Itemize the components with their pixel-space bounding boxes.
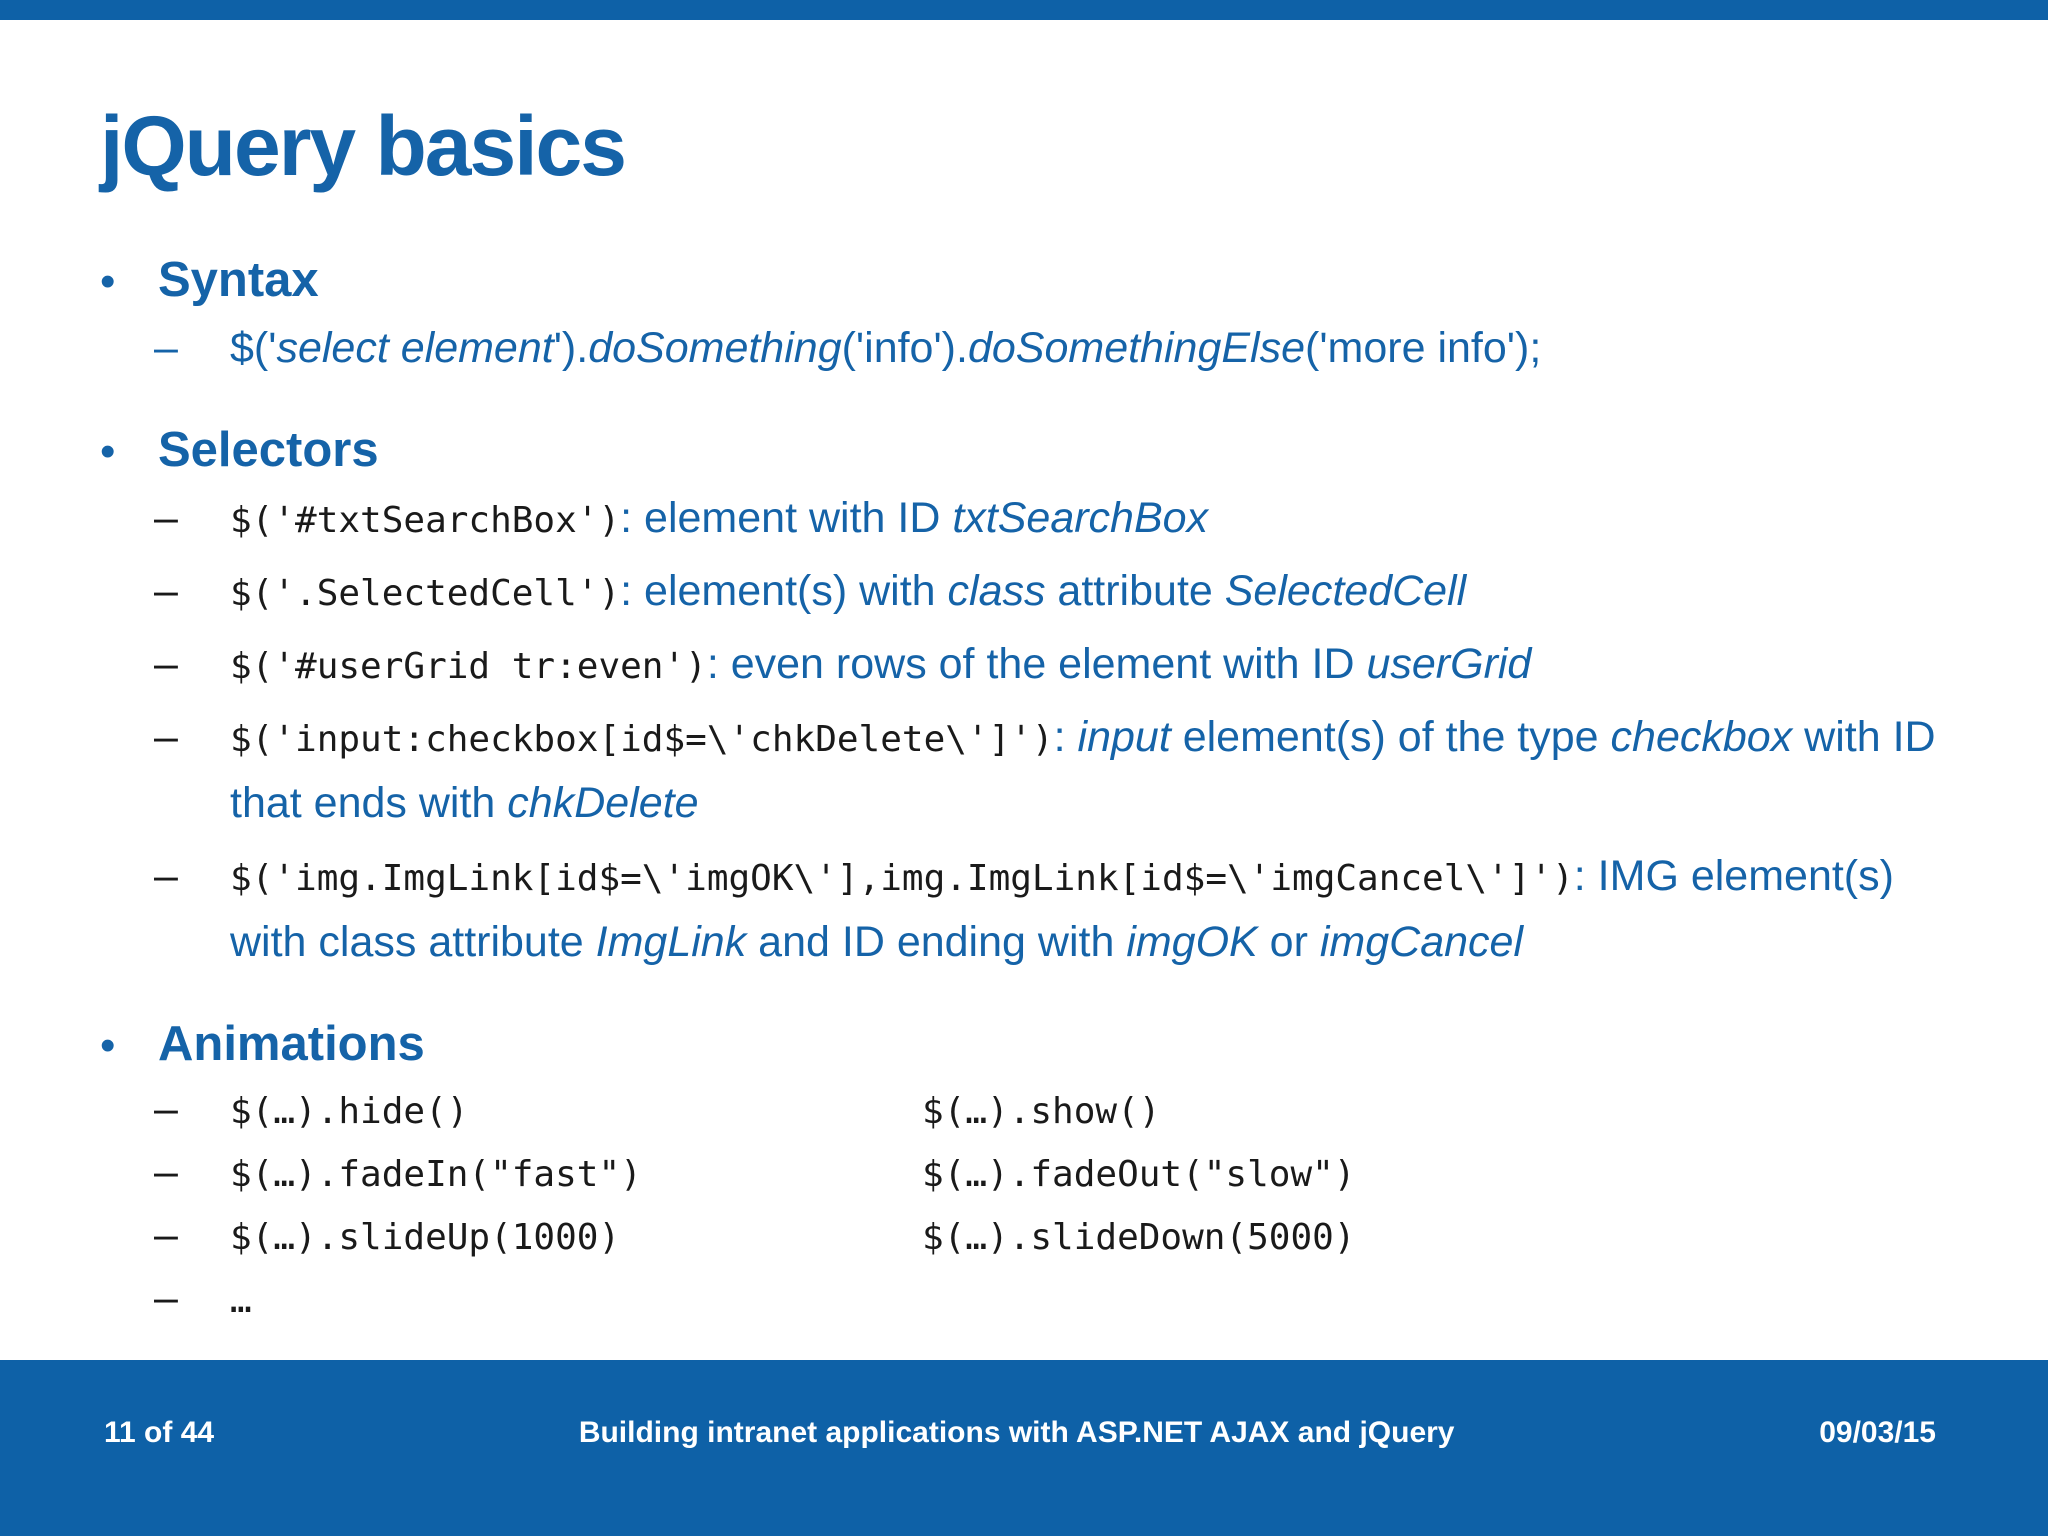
description-text: txtSearchBox <box>952 494 1209 542</box>
list-item-text: $('select element').doSomething('info').… <box>230 320 1980 386</box>
bullet-icon: • <box>100 427 116 476</box>
description-text: class <box>947 567 1046 615</box>
description-text: imgCancel <box>1319 918 1524 966</box>
footer-bar: 11 of 44 Building intranet applications … <box>0 1360 2048 1536</box>
list-item-text: $(…).hide() $(…).show() <box>230 1084 1980 1140</box>
bullet-icon: • <box>100 257 116 306</box>
description-text: doSomething <box>588 324 842 372</box>
list-item-text: $('.SelectedCell'): element(s) with clas… <box>230 563 1980 629</box>
section-heading: • Syntax <box>100 252 1980 308</box>
list-item: – $(…).slideUp(1000) $(…).slideDown(5000) <box>100 1210 1980 1266</box>
description-text: ImgLink <box>595 918 747 966</box>
description-text: doSomethingElse <box>967 324 1306 372</box>
description-text: element(s) of the type <box>1170 713 1611 761</box>
description-text: checkbox <box>1610 713 1793 761</box>
code-snippet: $('#txtSearchBox') <box>230 500 621 541</box>
dash-bullet-icon: – <box>154 713 178 761</box>
list-item: – $(…).hide() $(…).show() <box>100 1084 1980 1140</box>
footer-deck-title: Building intranet applications with ASP.… <box>578 1416 1455 1449</box>
slide-content: •Syntax–$('select element').doSomething(… <box>100 252 1980 1336</box>
list-item: – $('input:checkbox[id$=\'chkDelete\']'):… <box>100 709 1980 841</box>
description-text: select element <box>276 324 554 372</box>
dash-bullet-icon: – <box>154 1211 178 1259</box>
dash-bullet-icon: – <box>154 324 178 372</box>
section-heading-label: Syntax <box>158 253 319 307</box>
description-text: attribute <box>1045 567 1225 615</box>
footer-page-number: 11 of 44 <box>104 1416 215 1449</box>
code-snippet: $(…).slideUp(1000) <box>230 1217 621 1258</box>
top-accent-bar <box>0 0 2048 20</box>
list-item: –… <box>100 1273 1980 1329</box>
dash-bullet-icon: – <box>154 1148 178 1196</box>
dash-bullet-icon: – <box>154 1085 178 1133</box>
list-item: – $('#txtSearchBox'): element with ID txt… <box>100 490 1980 556</box>
code-snippet: $(…).slideDown(5000) <box>922 1217 1356 1258</box>
code-snippet: $('#userGrid tr:even') <box>230 646 707 687</box>
description-text: : even rows of the element with ID <box>706 640 1367 688</box>
description-text: or <box>1257 918 1320 966</box>
section-heading: • Selectors <box>100 422 1980 478</box>
list-item: – $('.SelectedCell'): element(s) with cla… <box>100 563 1980 629</box>
description-text: and ID ending with <box>746 918 1127 966</box>
bullet-icon: • <box>100 1021 116 1070</box>
description-text: ('more info'); <box>1305 324 1542 372</box>
description-text: : element with ID <box>620 494 953 542</box>
description-text: : IMG element(s) with class attribute <box>230 852 1894 966</box>
code-snippet: $(…).hide() <box>230 1091 469 1132</box>
code-snippet: $('img.ImgLink[id$=\'imgOK\'],img.ImgLin… <box>230 858 1574 899</box>
dash-bullet-icon: – <box>154 494 178 542</box>
list-item-text: $(…).fadeIn("fast") $(…).fadeOut("slow") <box>230 1147 1980 1203</box>
dash-bullet-icon: – <box>154 852 178 900</box>
description-text: with ID that ends with <box>230 713 1936 827</box>
description-text: : <box>1053 713 1078 761</box>
description-text: chkDelete <box>507 779 699 827</box>
dash-bullet-icon: – <box>154 640 178 688</box>
code-snippet: … <box>230 1280 252 1321</box>
description-text: input <box>1077 713 1171 761</box>
list-item: – $(…).fadeIn("fast") $(…).fadeOut("slow") <box>100 1147 1980 1203</box>
list-item-text: $(…).slideUp(1000) $(…).slideDown(5000) <box>230 1210 1980 1266</box>
description-text: ('info'). <box>841 324 968 372</box>
code-snippet: $('input:checkbox[id$=\'chkDelete\']') <box>230 719 1054 760</box>
list-item-text: $('img.ImgLink[id$=\'imgOK\'],img.ImgLin… <box>230 848 1980 980</box>
description-text: SelectedCell <box>1224 567 1467 615</box>
section-heading: • Animations <box>100 1016 1980 1072</box>
list-item-text: $('#txtSearchBox'): element with ID txtS… <box>230 490 1980 556</box>
section-heading-label: Selectors <box>158 423 379 477</box>
code-snippet: $('.SelectedCell') <box>230 573 621 614</box>
page-title: jQuery basics <box>100 99 627 194</box>
code-snippet: $(…).show() <box>922 1091 1161 1132</box>
list-item: – $('img.ImgLink[id$=\'imgOK\'],img.ImgLi… <box>100 848 1980 980</box>
dash-bullet-icon: – <box>154 567 178 615</box>
list-item-text: … <box>230 1273 1980 1329</box>
dash-bullet-icon: – <box>154 1274 178 1322</box>
list-item-text: $('input:checkbox[id$=\'chkDelete\']'): … <box>230 709 1980 841</box>
list-item-text: $('#userGrid tr:even'): even rows of the… <box>230 636 1980 702</box>
footer-date: 09/03/15 <box>1819 1416 1936 1449</box>
section-heading-label: Animations <box>158 1017 425 1071</box>
description-text: userGrid <box>1366 640 1532 688</box>
description-text: : element(s) with <box>620 567 948 615</box>
code-snippet: $(…).fadeIn("fast") <box>230 1154 642 1195</box>
description-text: imgOK <box>1126 918 1258 966</box>
description-text: $(' <box>230 324 277 372</box>
description-text: '). <box>553 324 589 372</box>
list-item: – $('select element').doSomething('info')… <box>100 320 1980 386</box>
list-item: – $('#userGrid tr:even'): even rows of th… <box>100 636 1980 702</box>
code-snippet: $(…).fadeOut("slow") <box>922 1154 1356 1195</box>
